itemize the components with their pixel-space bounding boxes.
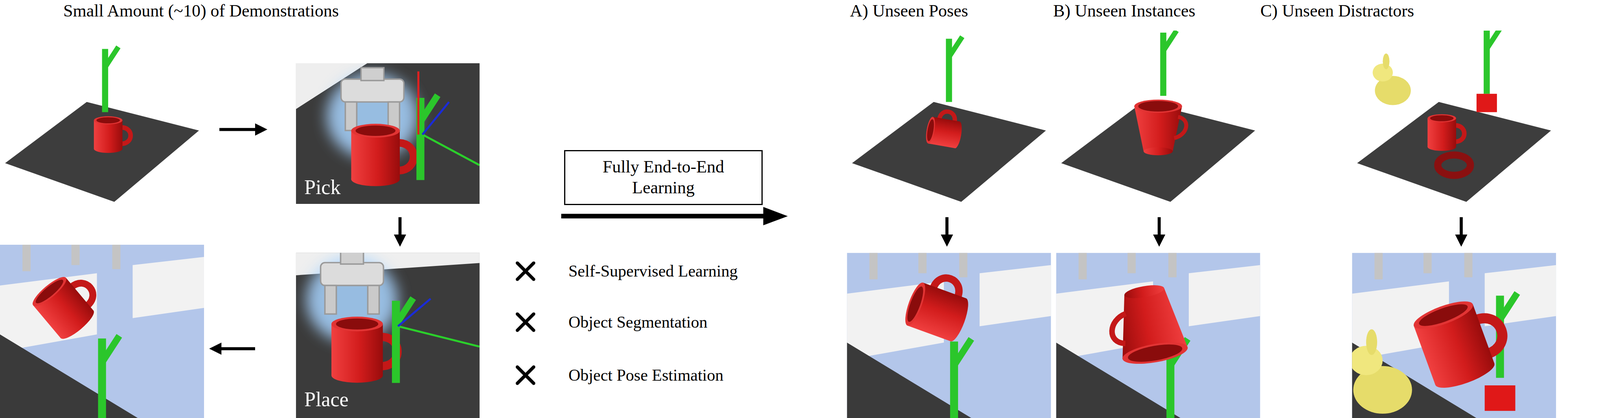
panel-label: Place [304, 387, 349, 412]
excluded-item: Self-Supervised Learning [568, 261, 738, 282]
section-heading: C) Unseen Distractors [1260, 0, 1415, 22]
section-heading: B) Unseen Instances [1053, 0, 1196, 22]
panel-label: Pick [304, 175, 341, 200]
section-heading: A) Unseen Poses [849, 0, 969, 22]
section-heading: Small Amount (~10) of Demonstrations [63, 0, 339, 22]
box-text: Fully End-to-End Learning [581, 156, 746, 199]
excluded-item: Object Segmentation [568, 312, 708, 333]
excluded-item: Object Pose Estimation [568, 365, 724, 386]
process-box: Fully End-to-End Learning [564, 150, 763, 206]
